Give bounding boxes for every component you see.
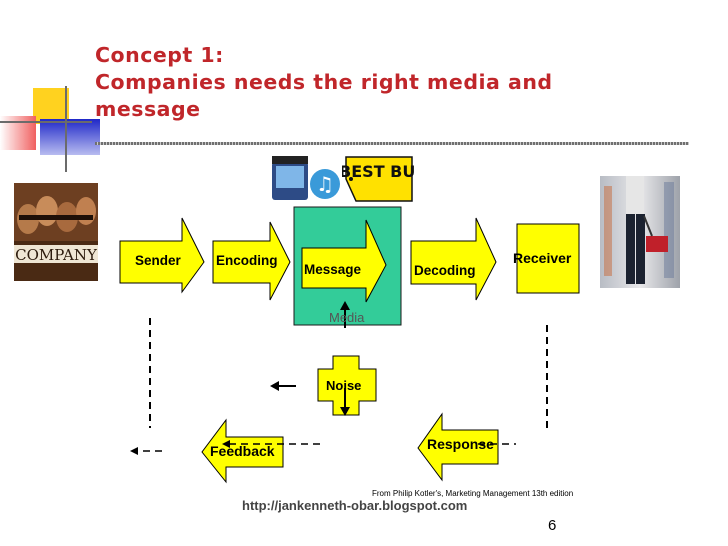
svg-text:♫: ♫ — [316, 172, 334, 196]
feedback-label: Feedback — [210, 443, 275, 459]
sender-label: Sender — [135, 253, 181, 268]
source-note: From Philip Kotler's, Marketing Manageme… — [372, 489, 574, 498]
media-icons-image: ♫ — [272, 156, 340, 200]
title-divider — [95, 142, 689, 145]
company-poster-image: COMPANY — [14, 183, 98, 281]
title-line-3: message — [95, 97, 201, 121]
deco-line-horizontal — [0, 121, 92, 123]
deco-square-blue — [40, 119, 100, 155]
decoding-label: Decoding — [414, 263, 476, 278]
media-label: Media — [329, 310, 365, 325]
noise-label: Noise — [326, 378, 362, 393]
response-arrow — [417, 412, 499, 482]
deco-line-vertical — [65, 86, 67, 172]
receiver-box — [516, 223, 580, 294]
title-line-1: Concept 1: — [95, 43, 224, 67]
sender-arrow — [119, 217, 205, 294]
decoding-arrow — [410, 217, 497, 301]
message-arrow — [301, 219, 387, 303]
feedback-arrow — [201, 418, 284, 484]
noise-shape — [317, 355, 377, 416]
encoding-arrow — [212, 221, 291, 301]
poster-text: COMPANY — [15, 246, 98, 264]
bestbuy-logo: BEST BUY — [342, 156, 414, 202]
shopper-image — [600, 176, 680, 288]
response-label: Response — [427, 436, 494, 452]
title-line-2: Companies needs the right media and — [95, 70, 553, 94]
blog-url[interactable]: http://jankenneth-obar.blogspot.com — [242, 498, 468, 513]
message-label: Message — [304, 262, 362, 277]
deco-square-yellow — [33, 88, 69, 124]
receiver-label: Receiver — [513, 250, 572, 266]
page-number: 6 — [548, 517, 557, 534]
logo-text: BEST BUY — [342, 162, 414, 181]
encoding-label: Encoding — [216, 253, 278, 268]
slide-title: Concept 1: Companies needs the right med… — [95, 42, 695, 123]
